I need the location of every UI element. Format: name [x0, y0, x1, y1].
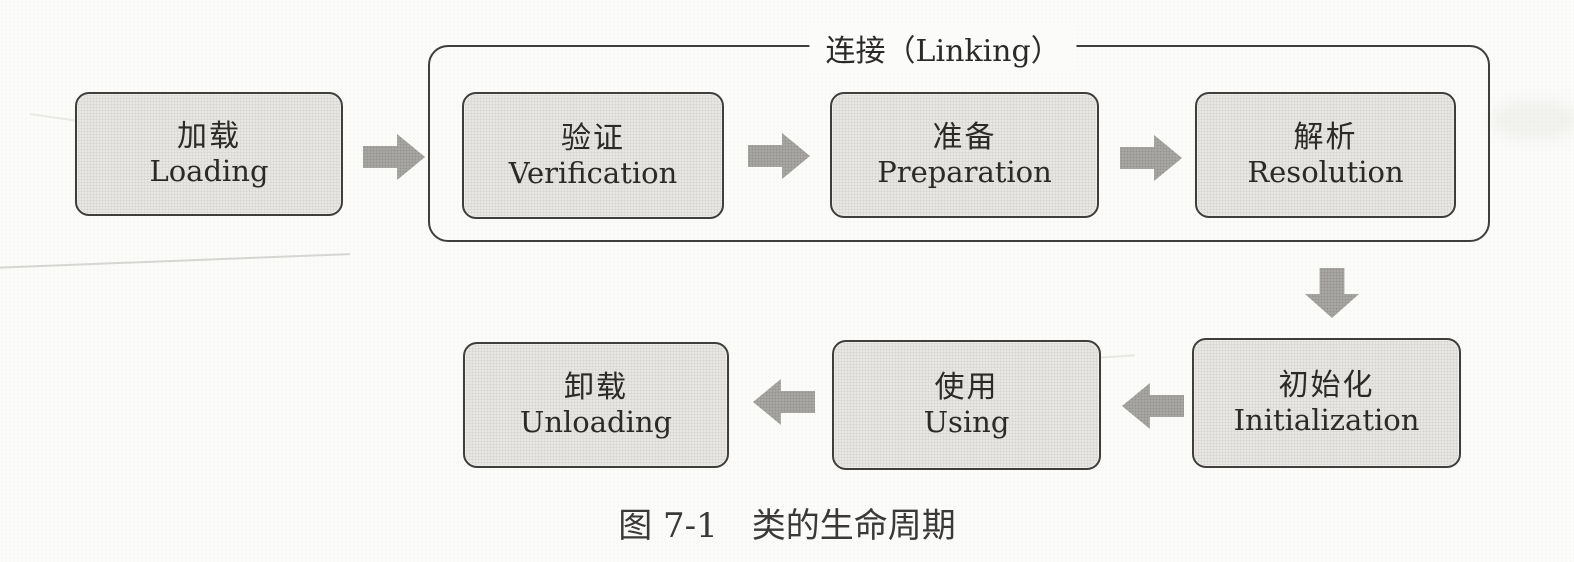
stage-verification-en-label: Verification — [508, 155, 678, 190]
stage-unloading-zh-label: 卸载 — [564, 370, 628, 406]
stage-verification: 验证 Verification — [462, 92, 724, 219]
stage-initialization: 初始化 Initialization — [1192, 338, 1461, 468]
stage-preparation-zh-label: 准备 — [932, 120, 997, 156]
stage-loading-zh-label: 加载 — [177, 119, 241, 155]
stage-unloading: 卸载 Unloading — [463, 342, 729, 468]
stage-using-zh-label: 使用 — [934, 370, 999, 406]
stage-resolution-en-label: Resolution — [1247, 155, 1404, 190]
stage-preparation-en-label: Preparation — [877, 155, 1052, 190]
stage-verification-zh-label: 验证 — [561, 120, 625, 156]
stage-resolution-zh-label: 解析 — [1293, 120, 1358, 156]
stage-initialization-en-label: Initialization — [1233, 403, 1420, 438]
stage-using-en-label: Using — [923, 405, 1010, 440]
stage-unloading-en-label: Unloading — [519, 405, 673, 440]
linking-group-outline: 连接（Linking） — [428, 26, 1490, 242]
linking-group-label: 连接（Linking） — [809, 26, 1077, 70]
figure-caption-title: 类的生命周期 — [751, 506, 956, 546]
stage-initialization-zh-label: 初始化 — [1278, 368, 1375, 404]
stage-loading: 加载 Loading — [75, 92, 343, 216]
figure-caption-number: 图 7-1 — [618, 506, 718, 546]
stage-preparation: 准备 Preparation — [830, 92, 1099, 218]
stage-using: 使用 Using — [832, 340, 1101, 470]
stage-loading-en-label: Loading — [149, 154, 269, 189]
stage-resolution: 解析 Resolution — [1195, 92, 1456, 218]
figure-caption: 图 7-1 类的生命周期 — [618, 498, 956, 547]
